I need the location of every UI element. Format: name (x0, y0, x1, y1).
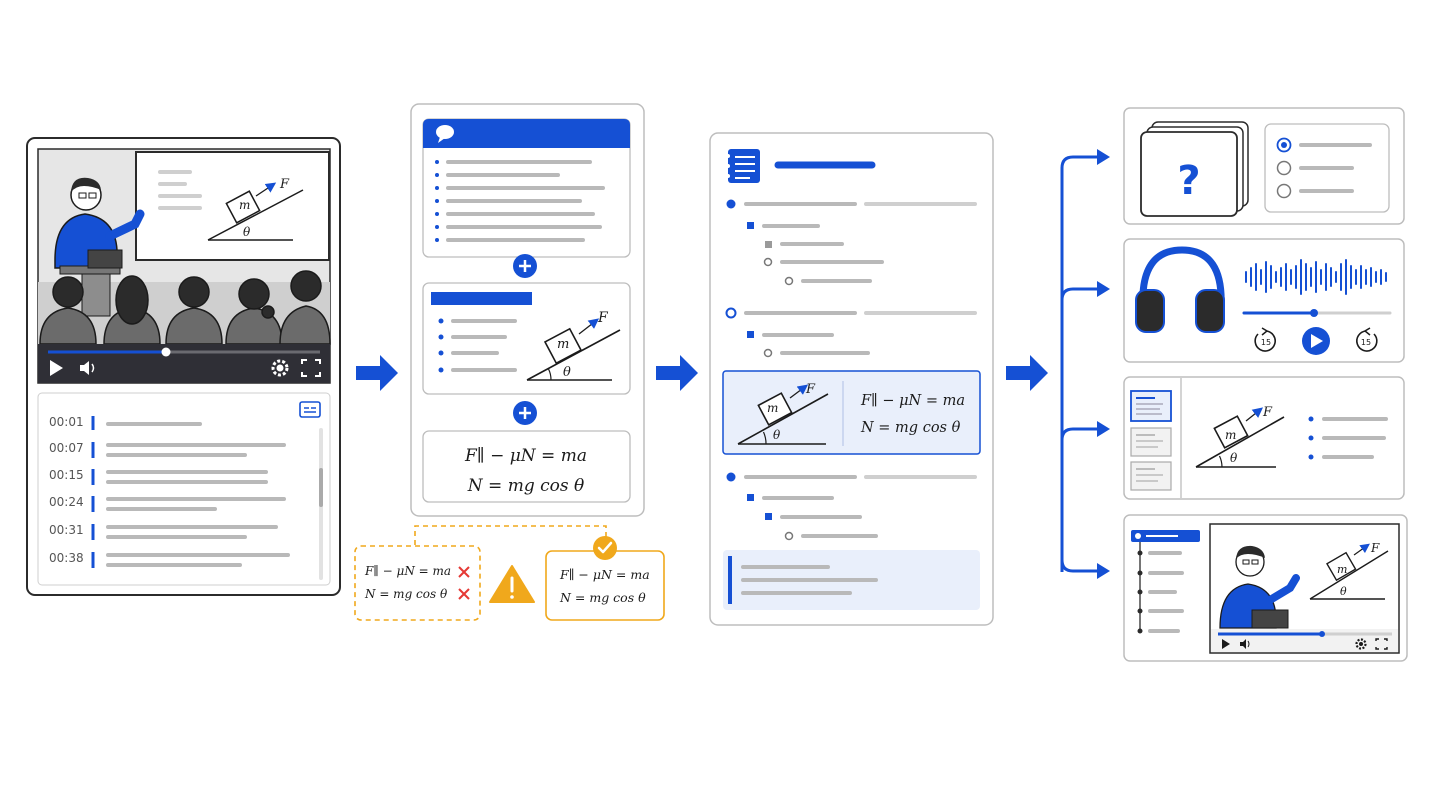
skip-back-icon[interactable]: 15 (1254, 327, 1276, 352)
notes-mass-label: m (767, 401, 778, 415)
play-icon[interactable] (50, 360, 63, 376)
notes-summary-callout (723, 550, 980, 610)
presenter-figure (1219, 545, 1300, 629)
notes-equation-1: F∥ − μN = ma (860, 393, 965, 409)
verification-branch: F∥ − μN = ma N = mg cos θ F∥ − μN = ma N… (354, 525, 665, 621)
deck-angle-label: θ (1230, 451, 1238, 465)
notebook-icon (726, 149, 760, 183)
play-icon[interactable] (1222, 639, 1230, 649)
plus-icon (513, 401, 537, 425)
flashcard-question-glyph: ? (1177, 158, 1200, 204)
video-angle-label: θ (1340, 585, 1347, 598)
lecturer-figure (54, 177, 145, 317)
headphones-icon (1135, 246, 1225, 333)
slide-thumbnail[interactable] (1130, 390, 1172, 422)
arrow-right-icon (1006, 355, 1048, 391)
fullscreen-icon[interactable] (1375, 638, 1388, 650)
notes-panel: m F θ F∥ − μN = ma N = mg cos θ (709, 132, 994, 626)
chat-icon (436, 125, 454, 143)
check-icon (593, 536, 617, 560)
quiz-option[interactable] (1276, 137, 1372, 153)
deck-force-label: F (1262, 405, 1273, 420)
cross-icon (458, 588, 470, 600)
transcript-row[interactable]: 00:38 (49, 551, 290, 568)
svg-text:00:01: 00:01 (49, 415, 84, 429)
slide-deck-output: m F θ (1123, 376, 1405, 500)
slide-force-label: F (597, 310, 609, 326)
cross-icon (458, 566, 470, 578)
transcript-row[interactable]: 00:31 (49, 523, 278, 540)
quiz-option[interactable] (1276, 183, 1354, 199)
quiz-option[interactable] (1276, 160, 1354, 176)
board-force-label: F (279, 177, 290, 192)
output-branches (1060, 155, 1098, 573)
slide-angle-label: θ (563, 365, 571, 380)
verified-equation-card (545, 550, 665, 621)
skip-forward-icon[interactable]: 15 (1356, 327, 1378, 352)
verified-equation-2: N = mg cos θ (559, 590, 646, 605)
deck-mass-label: m (1225, 428, 1236, 442)
video-force-label: F (1370, 541, 1380, 555)
students (39, 270, 331, 345)
board-mass-label: m (239, 198, 250, 212)
gear-icon[interactable] (271, 359, 289, 377)
arrow-right-icon (356, 355, 398, 391)
rejected-equation-card (354, 545, 481, 621)
audio-waveform (1245, 259, 1387, 295)
audio-output: 15 15 (1123, 238, 1405, 363)
video-summary-output: m F θ (1123, 514, 1408, 662)
plus-icon (513, 254, 537, 278)
warning-icon (489, 565, 535, 603)
equation-card: F∥ − μN = ma N = mg cos θ (422, 430, 631, 503)
slide-mass-label: m (557, 337, 569, 352)
board-angle-label: θ (243, 225, 251, 239)
video-lecture-panel: m F θ (26, 137, 341, 596)
equation-line-1: F∥ − μN = ma (464, 446, 587, 466)
notes-figure-block: m F θ F∥ − μN = ma N = mg cos θ (722, 370, 981, 455)
captions-icon[interactable] (299, 401, 321, 418)
equation-line-2: N = mg cos θ (467, 476, 584, 496)
notes-force-label: F (805, 382, 816, 397)
video-mass-label: m (1337, 563, 1347, 576)
volume-icon[interactable] (80, 361, 95, 375)
arrow-right-icon (656, 355, 698, 391)
flashcard-quiz-output: ? (1123, 107, 1405, 225)
transcript-row[interactable]: 00:24 (49, 495, 286, 512)
slide-thumbnail[interactable] (1130, 427, 1172, 457)
transcript-row[interactable]: 00:15 (49, 468, 268, 485)
slide-card: m F θ (422, 282, 631, 395)
svg-text:15: 15 (1361, 338, 1371, 347)
flashcard[interactable] (1140, 131, 1238, 217)
notes-equation-2: N = mg cos θ (860, 420, 961, 436)
video-controls (38, 344, 330, 383)
svg-text:15: 15 (1261, 338, 1271, 347)
video-scrubber[interactable] (161, 347, 171, 357)
svg-text:00:31: 00:31 (49, 523, 84, 537)
rejected-equation-1: F∥ − μN = ma (364, 564, 451, 578)
volume-icon[interactable] (1240, 639, 1250, 649)
svg-text:00:15: 00:15 (49, 468, 84, 482)
transcript-row[interactable]: 00:07 (49, 441, 286, 458)
transcript-panel: 00:01 00:07 00:15 00:24 (37, 392, 331, 586)
svg-text:00:07: 00:07 (49, 441, 84, 455)
transcript-row[interactable]: 00:01 (49, 415, 202, 430)
rejected-equation-2: N = mg cos θ (364, 587, 448, 601)
gear-icon[interactable] (1355, 638, 1367, 650)
extraction-panel: m F θ F∥ − μN = ma N = mg cos θ (410, 103, 645, 517)
svg-text:00:24: 00:24 (49, 495, 84, 509)
slide-thumbnail[interactable] (1130, 461, 1172, 491)
notes-angle-label: θ (773, 428, 781, 442)
chat-card (422, 118, 631, 258)
svg-text:00:38: 00:38 (49, 551, 84, 565)
verified-equation-1: F∥ − μN = ma (559, 567, 650, 582)
fullscreen-icon[interactable] (301, 359, 321, 377)
audio-play-button[interactable] (1302, 327, 1330, 355)
